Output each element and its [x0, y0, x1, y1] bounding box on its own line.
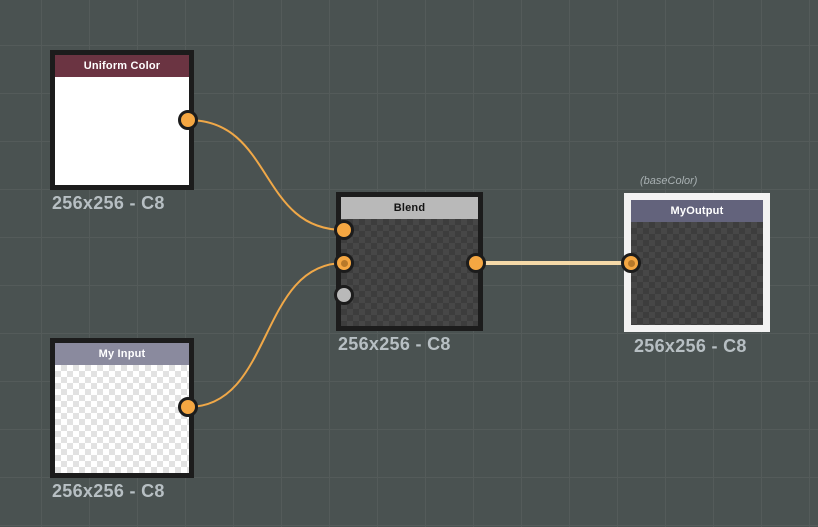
node-uniform-color[interactable]: Uniform Color	[50, 50, 194, 190]
size-label-blend: 256x256 - C8	[338, 334, 451, 354]
connection-uniform-to-blend[interactable]	[187, 119, 345, 231]
node-title-my-output[interactable]: MyOutput	[631, 200, 763, 222]
size-label-my-output: 256x256 - C8	[634, 336, 747, 356]
node-preview-uniform-color[interactable]	[55, 77, 189, 185]
input-port-blend-source[interactable]	[334, 220, 354, 240]
output-port-blend[interactable]	[466, 253, 486, 273]
node-preview-my-output[interactable]	[631, 222, 763, 325]
node-title-my-input[interactable]: My Input	[55, 343, 189, 365]
node-preview-blend[interactable]	[341, 219, 478, 326]
output-port-uniform-color[interactable]	[178, 110, 198, 130]
node-blend[interactable]: Blend	[336, 192, 483, 331]
input-port-blend-opacity[interactable]	[334, 285, 354, 305]
node-my-output[interactable]: MyOutput	[624, 193, 770, 332]
input-port-blend-destination[interactable]	[334, 253, 354, 273]
node-title-blend[interactable]: Blend	[341, 197, 478, 219]
output-port-my-input[interactable]	[178, 397, 198, 417]
size-label-uniform-color: 256x256 - C8	[52, 193, 165, 213]
node-tag-my-output: (baseColor)	[640, 175, 698, 187]
input-port-my-output[interactable]	[621, 253, 641, 273]
connection-myinput-to-blend[interactable]	[187, 262, 345, 408]
node-preview-my-input[interactable]	[55, 365, 189, 473]
size-label-my-input: 256x256 - C8	[52, 481, 165, 501]
node-my-input[interactable]: My Input	[50, 338, 194, 478]
node-title-uniform-color[interactable]: Uniform Color	[55, 55, 189, 77]
